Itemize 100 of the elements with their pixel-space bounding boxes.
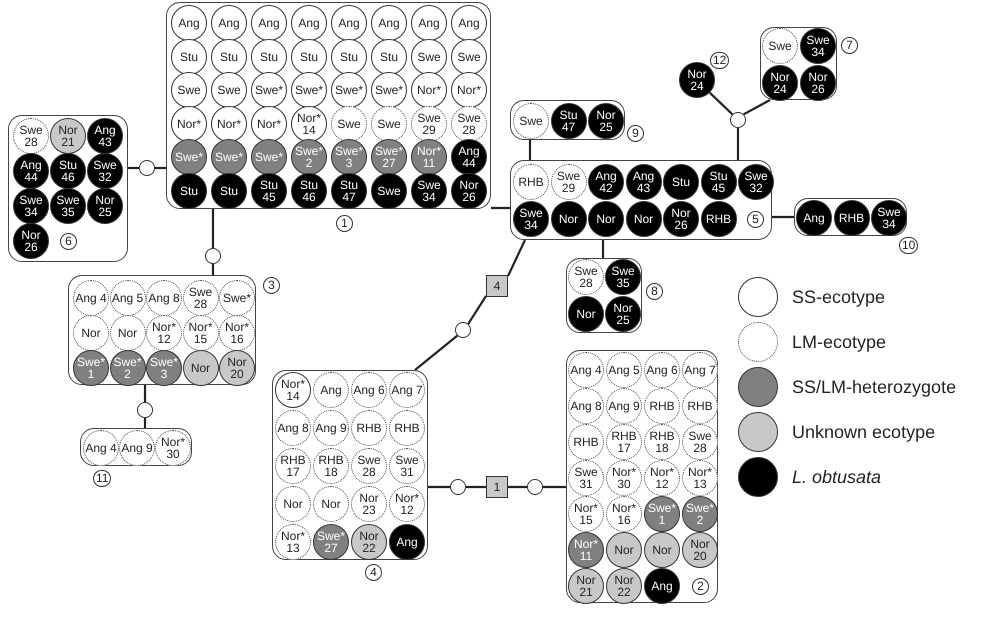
median-vector-circle: [450, 479, 466, 495]
haplotype-label: Swe 35: [610, 265, 636, 289]
haplotype-circle: [389, 448, 425, 484]
haplotype-label: Nor 24: [686, 68, 708, 92]
haplotype-circle: [451, 172, 487, 208]
haplotype-label: Nor: [81, 327, 101, 339]
haplotype-label: Swe* 27: [374, 145, 404, 169]
haplotype-label: Stu 46: [58, 159, 78, 183]
haplotype-circle: [626, 164, 662, 200]
haplotype-circle: [371, 139, 407, 175]
haplotype-label: Ang 8: [570, 400, 602, 412]
haplotype-label: Nor: [652, 544, 672, 556]
haplotype-circle: [605, 296, 641, 332]
haplotype-circle: [762, 65, 798, 101]
haplotype-circle: [171, 106, 207, 142]
haplotype-circle: [606, 460, 642, 496]
haplotype-label: Nor*: [256, 118, 281, 130]
connector-line: [602, 240, 604, 258]
haplotype-circle: [411, 139, 447, 175]
haplotype-label: RHB: [649, 400, 675, 412]
haplotype-circle: [211, 172, 247, 208]
haplotype-circle: [50, 153, 86, 189]
haplotype-circle: [568, 460, 604, 496]
haplotype-label: Swe 32: [743, 170, 769, 194]
haplotype-label: Nor* 13: [686, 466, 713, 490]
haplotype-circle: [87, 153, 123, 189]
haplotype-label: Swe 28: [188, 286, 214, 310]
haplotype-circle: [251, 106, 287, 142]
haplotype-label: Nor* 30: [160, 436, 186, 460]
haplotype-label: RHB 17: [279, 454, 307, 478]
haplotype-label: Ang 44: [19, 159, 43, 183]
haplotype-circle: [606, 532, 642, 568]
haplotype-label: Ang: [396, 536, 418, 548]
group-number: 7: [841, 37, 858, 54]
haplotype-circle: [351, 486, 387, 522]
haplotype-circle: [211, 5, 247, 41]
haplotype-circle: [800, 28, 836, 64]
connector-line: [708, 92, 734, 116]
haplotype-label: RHB: [518, 176, 544, 188]
haplotype-label: Nor: [614, 544, 634, 556]
connector-line: [155, 166, 166, 170]
group-number: 11: [93, 470, 112, 487]
haplotype-label: Swe*: [214, 151, 243, 163]
haplotype-circle: [389, 486, 425, 522]
haplotype-circle: [275, 448, 311, 484]
haplotype-label: RHB: [573, 436, 599, 448]
haplotype-label: Nor 20: [689, 538, 711, 562]
connector-line: [414, 334, 458, 371]
haplotype-circle: [251, 139, 287, 175]
haplotype-label: Nor* 30: [610, 466, 637, 490]
haplotype-circle: [800, 65, 836, 101]
haplotype-circle: [568, 424, 604, 460]
haplotype-label: Swe: [177, 84, 201, 96]
haplotype-circle: [871, 200, 907, 236]
haplotype-label: Nor 24: [769, 71, 791, 95]
haplotype-circle: [700, 201, 736, 237]
haplotype-label: Swe*: [374, 84, 403, 96]
haplotype-circle: [682, 496, 718, 532]
haplotype-label: Stu 46: [298, 178, 319, 202]
haplotype-circle: [211, 139, 247, 175]
haplotype-label: Nor* 14: [280, 378, 306, 402]
haplotype-circle: [275, 524, 311, 560]
haplotype-label: Swe 34: [18, 194, 44, 218]
haplotype-label: Swe* 2: [684, 502, 715, 526]
haplotype-circle: [389, 410, 425, 446]
haplotype-label: Stu: [180, 50, 198, 62]
haplotype-label: Ang: [218, 17, 240, 29]
haplotype-label: Swe 34: [518, 207, 544, 231]
haplotype-circle: [411, 38, 447, 74]
haplotype-circle: [50, 118, 86, 154]
haplotype-label: Ang: [298, 17, 320, 29]
haplotype-group-box: [510, 160, 772, 240]
haplotype-label: Ang 8: [277, 422, 309, 434]
haplotype-circle: [762, 28, 798, 64]
haplotype-label: Ang: [378, 17, 400, 29]
haplotype-label: Nor: [576, 308, 596, 320]
haplotype-circle: [251, 172, 287, 208]
haplotype-circle: [50, 188, 86, 224]
haplotype-label: Ang 9: [608, 400, 640, 412]
haplotype-label: Swe*: [174, 151, 203, 163]
haplotype-circle: [411, 5, 447, 41]
haplotype-label: Nor 20: [226, 356, 248, 380]
group-number: 8: [646, 283, 663, 300]
haplotype-circle: [331, 72, 367, 108]
haplotype-circle: [738, 164, 774, 200]
haplotype-label: Ang 9: [121, 442, 153, 454]
haplotype-label: Swe: [337, 118, 361, 130]
haplotype-circle: [291, 139, 327, 175]
haplotype-circle: [146, 315, 182, 351]
haplotype-label: Nor* 15: [187, 321, 214, 345]
haplotype-circle: [606, 352, 642, 388]
haplotype-label: Stu: [380, 50, 398, 62]
haplotype-circle: [351, 372, 387, 408]
haplotype-label: Nor* 12: [394, 492, 420, 516]
haplotype-circle: [351, 448, 387, 484]
mutation-count: 1: [494, 481, 500, 493]
haplotype-label: Nor 21: [57, 124, 79, 148]
group-number: 4: [365, 564, 382, 581]
haplotype-label: Swe 31: [394, 454, 420, 478]
haplotype-label: Nor: [283, 498, 303, 510]
